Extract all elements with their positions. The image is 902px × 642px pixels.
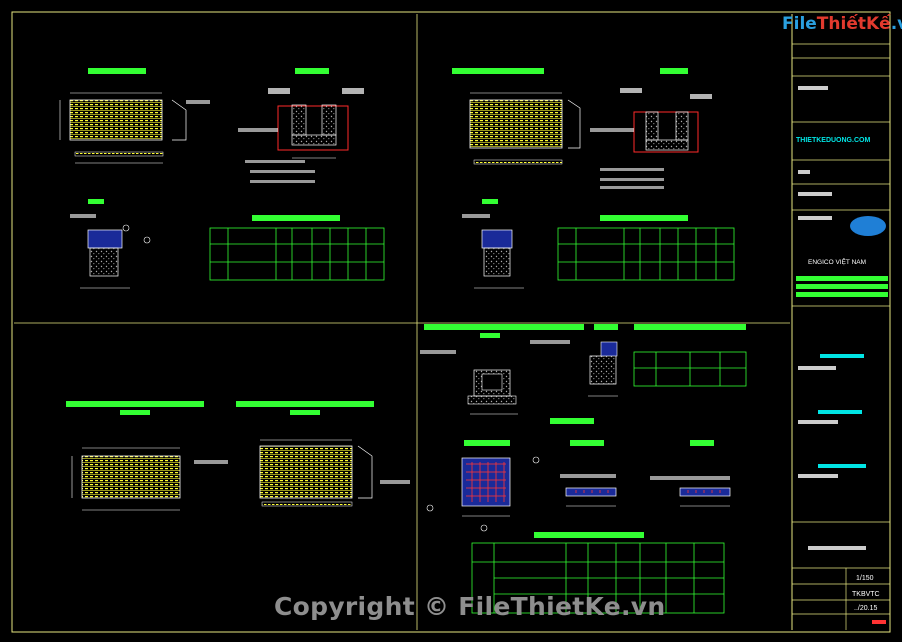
- copyright-watermark: Copyright © FileThietKe.vn: [274, 592, 666, 621]
- detail-view: [70, 214, 151, 289]
- drawing-code: TKBVTC: [852, 591, 880, 598]
- logo-thiet: Thiết: [816, 14, 866, 34]
- logo-ke: Kế: [865, 14, 891, 34]
- culvert-section: [420, 340, 570, 415]
- filethietke-logo: FileThiếtKế.vn: [782, 14, 902, 34]
- detail-view: [462, 214, 524, 289]
- company-logo: [850, 216, 886, 236]
- title-block: [792, 43, 890, 630]
- beam-detail-1: [560, 474, 617, 507]
- section-view: [238, 88, 364, 183]
- website-label: THIETKEDUONG.COM: [796, 137, 870, 144]
- rebar-table: [209, 227, 385, 281]
- curb-detail: [588, 341, 618, 397]
- title-bar: [295, 68, 329, 74]
- plan-view: [59, 92, 210, 164]
- plan-view-large: [259, 439, 410, 507]
- title-block-fills: [796, 86, 888, 624]
- plan-view: [71, 447, 228, 511]
- beam-detail-2: [650, 476, 731, 507]
- scale-value: 1/150: [856, 575, 874, 582]
- sheet-frame: [11, 11, 891, 633]
- title-bar: [88, 68, 146, 74]
- quadrant-bottom-left: [66, 401, 410, 511]
- rebar-grid-detail: [426, 456, 540, 532]
- quadrant-bottom-right: [420, 324, 747, 614]
- quadrant-top-right: [452, 68, 735, 289]
- rebar-table: [557, 227, 735, 281]
- logo-vn: .vn: [890, 14, 902, 34]
- logo-file: File: [782, 14, 817, 34]
- quadrant-top-left: [59, 68, 385, 289]
- company-name: ENGICO VIỆT NAM: [808, 257, 866, 266]
- rebar-table-large: [471, 542, 725, 614]
- plan-view: [469, 92, 581, 165]
- section-view: [590, 88, 712, 189]
- small-table: [633, 351, 747, 387]
- drawing-date: ../20.15: [854, 605, 877, 612]
